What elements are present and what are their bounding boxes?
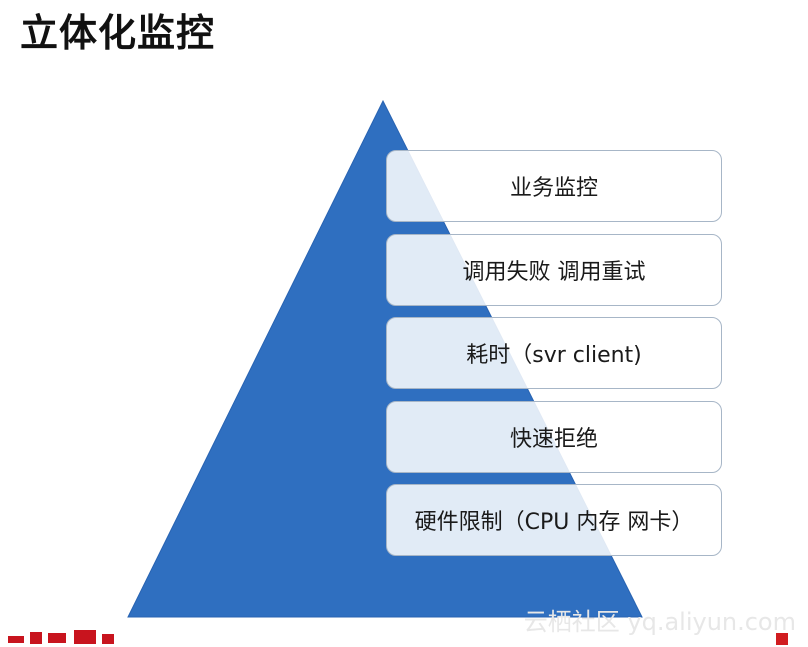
- layer-latency: 耗时（svr client): [386, 317, 722, 389]
- layer-label: 快速拒绝: [509, 427, 598, 452]
- layer-fast-reject: 快速拒绝: [386, 401, 722, 473]
- page-title: 立体化监控: [20, 11, 216, 55]
- layer-label: 业务监控: [509, 176, 598, 201]
- layer-business-monitoring: 业务监控: [386, 150, 722, 222]
- layer-label: 调用失败 调用重试: [462, 260, 646, 285]
- red-mark: [776, 633, 788, 645]
- layer-call-failure-retry: 调用失败 调用重试: [386, 234, 722, 306]
- layer-label: 耗时（svr client): [466, 343, 642, 368]
- watermark: 云栖社区 yq.aliyun.com: [523, 608, 796, 636]
- layer-hardware-limits: 硬件限制（CPU 内存 网卡）: [386, 484, 722, 556]
- cropped-red-text: [8, 630, 118, 647]
- layer-label: 硬件限制（CPU 内存 网卡）: [414, 510, 694, 535]
